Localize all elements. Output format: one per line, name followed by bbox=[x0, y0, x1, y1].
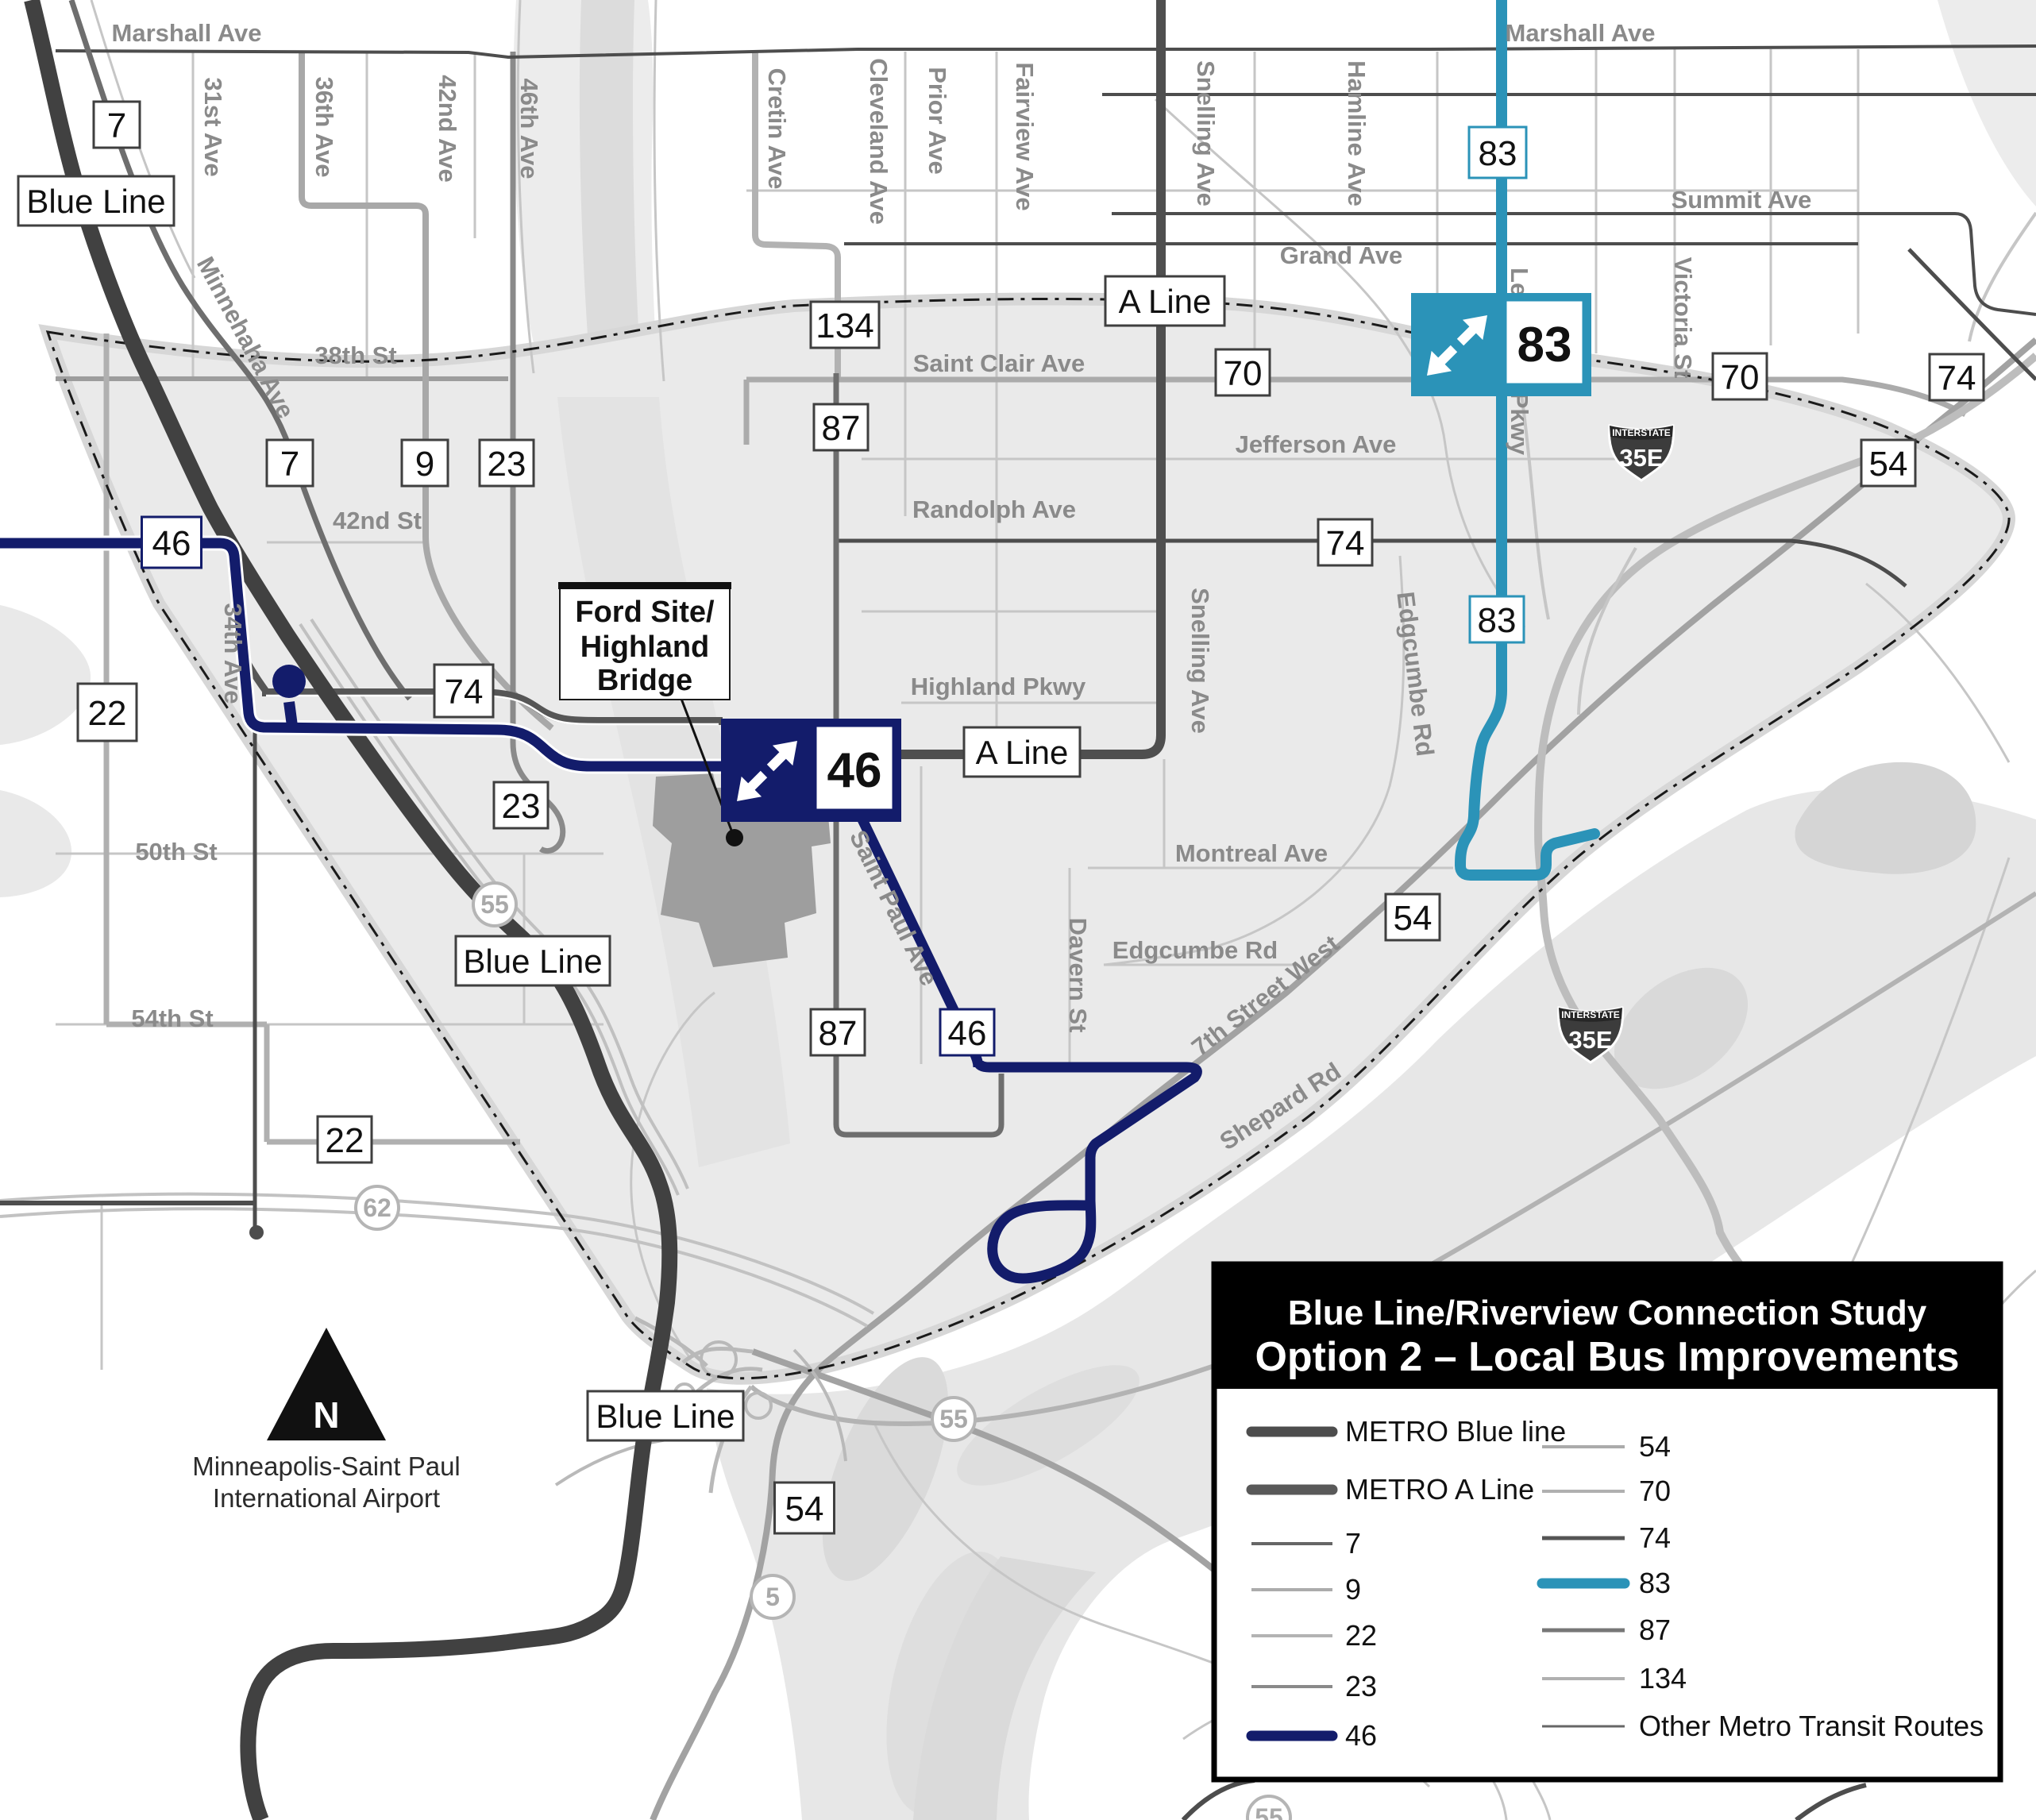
svg-text:Minneapolis-Saint Paul: Minneapolis-Saint Paul bbox=[192, 1452, 461, 1481]
svg-text:62: 62 bbox=[363, 1193, 391, 1222]
svg-text:74: 74 bbox=[445, 673, 484, 711]
svg-text:Blue Line/Riverview Connection: Blue Line/Riverview Connection Study bbox=[1288, 1294, 1927, 1332]
svg-text:A Line: A Line bbox=[976, 734, 1069, 771]
svg-text:23: 23 bbox=[1345, 1670, 1377, 1702]
svg-text:55: 55 bbox=[480, 890, 509, 919]
svg-text:42nd St: 42nd St bbox=[333, 507, 422, 534]
svg-text:55: 55 bbox=[1255, 1803, 1283, 1820]
svg-text:Edgcumbe Rd: Edgcumbe Rd bbox=[1112, 936, 1278, 964]
svg-text:Marshall Ave: Marshall Ave bbox=[1506, 19, 1656, 47]
svg-text:7: 7 bbox=[280, 445, 299, 484]
svg-text:Saint Clair Ave: Saint Clair Ave bbox=[913, 349, 1085, 377]
svg-text:Bridge: Bridge bbox=[597, 664, 692, 697]
svg-text:50th St: 50th St bbox=[135, 838, 217, 866]
svg-text:70: 70 bbox=[1639, 1475, 1671, 1507]
svg-text:A Line: A Line bbox=[1119, 283, 1212, 320]
svg-text:Highland: Highland bbox=[580, 630, 710, 664]
svg-text:Option 2 – Local Bus Improveme: Option 2 – Local Bus Improvements bbox=[1255, 1334, 1959, 1380]
svg-text:54: 54 bbox=[785, 1490, 824, 1529]
svg-text:Victoria St: Victoria St bbox=[1669, 257, 1697, 379]
svg-text:Blue Line: Blue Line bbox=[26, 183, 165, 220]
svg-text:Snelling Ave: Snelling Ave bbox=[1192, 60, 1220, 206]
svg-text:Jefferson Ave: Jefferson Ave bbox=[1236, 430, 1397, 458]
svg-text:Highland Pkwy: Highland Pkwy bbox=[911, 673, 1086, 700]
svg-text:INTERSTATE: INTERSTATE bbox=[1561, 1009, 1620, 1020]
svg-text:Summit Ave: Summit Ave bbox=[1672, 186, 1812, 214]
svg-text:54: 54 bbox=[1394, 899, 1433, 938]
svg-text:36th Ave: 36th Ave bbox=[310, 77, 338, 178]
svg-text:83: 83 bbox=[1479, 134, 1517, 173]
svg-text:5: 5 bbox=[765, 1583, 780, 1611]
svg-text:35E: 35E bbox=[1568, 1026, 1612, 1054]
svg-text:46: 46 bbox=[827, 743, 882, 798]
svg-text:46: 46 bbox=[948, 1014, 987, 1053]
svg-text:22: 22 bbox=[1345, 1619, 1377, 1652]
svg-text:83: 83 bbox=[1478, 601, 1517, 640]
svg-text:134: 134 bbox=[816, 307, 873, 345]
svg-text:Davern St: Davern St bbox=[1064, 918, 1092, 1033]
svg-text:87: 87 bbox=[1639, 1614, 1671, 1646]
svg-text:Snelling Ave: Snelling Ave bbox=[1186, 588, 1214, 734]
svg-text:46th Ave: 46th Ave bbox=[515, 79, 543, 179]
svg-text:7: 7 bbox=[107, 106, 126, 145]
svg-text:N: N bbox=[313, 1394, 339, 1436]
svg-text:Hamline Ave: Hamline Ave bbox=[1343, 60, 1371, 206]
svg-text:46: 46 bbox=[152, 524, 191, 563]
svg-text:Blue Line: Blue Line bbox=[463, 943, 602, 980]
svg-text:Fairview Ave: Fairview Ave bbox=[1011, 62, 1039, 210]
svg-text:Grand Ave: Grand Ave bbox=[1280, 241, 1402, 269]
svg-text:Cleveland Ave: Cleveland Ave bbox=[865, 58, 893, 225]
svg-text:83: 83 bbox=[1639, 1567, 1671, 1599]
svg-text:46: 46 bbox=[1345, 1719, 1377, 1752]
svg-text:83: 83 bbox=[1517, 318, 1572, 372]
svg-text:22: 22 bbox=[88, 694, 127, 733]
svg-text:International Airport: International Airport bbox=[213, 1483, 440, 1513]
svg-text:87: 87 bbox=[822, 409, 861, 448]
svg-text:134: 134 bbox=[1639, 1662, 1687, 1695]
svg-text:9: 9 bbox=[415, 445, 434, 484]
svg-text:35E: 35E bbox=[1619, 444, 1663, 472]
svg-text:54th St: 54th St bbox=[131, 1004, 213, 1032]
svg-text:METRO A Line: METRO A Line bbox=[1345, 1473, 1534, 1506]
svg-text:7: 7 bbox=[1345, 1527, 1361, 1560]
svg-text:74: 74 bbox=[1938, 359, 1976, 398]
svg-text:23: 23 bbox=[488, 445, 526, 484]
svg-text:Other Metro Transit Routes: Other Metro Transit Routes bbox=[1639, 1710, 1984, 1742]
svg-text:Randolph Ave: Randolph Ave bbox=[912, 495, 1076, 523]
svg-text:38th St: 38th St bbox=[314, 341, 396, 369]
svg-text:METRO Blue line: METRO Blue line bbox=[1345, 1415, 1566, 1448]
svg-text:74: 74 bbox=[1326, 524, 1365, 563]
svg-text:Ford Site/: Ford Site/ bbox=[575, 596, 715, 629]
svg-text:Montreal Ave: Montreal Ave bbox=[1175, 839, 1328, 867]
svg-text:9: 9 bbox=[1345, 1573, 1361, 1606]
svg-text:42nd Ave: 42nd Ave bbox=[434, 75, 461, 183]
svg-text:74: 74 bbox=[1639, 1521, 1671, 1554]
svg-text:55: 55 bbox=[939, 1405, 968, 1433]
svg-text:54: 54 bbox=[1869, 445, 1908, 484]
svg-text:INTERSTATE: INTERSTATE bbox=[1612, 427, 1671, 438]
svg-text:87: 87 bbox=[819, 1014, 858, 1053]
svg-text:Prior Ave: Prior Ave bbox=[924, 67, 951, 175]
svg-text:70: 70 bbox=[1224, 354, 1263, 393]
svg-text:54: 54 bbox=[1639, 1430, 1671, 1463]
svg-text:23: 23 bbox=[502, 787, 541, 826]
svg-text:Blue Line: Blue Line bbox=[596, 1398, 735, 1435]
svg-text:Marshall Ave: Marshall Ave bbox=[112, 19, 262, 47]
svg-text:Cretin Ave: Cretin Ave bbox=[763, 68, 791, 190]
svg-text:34th Ave: 34th Ave bbox=[219, 603, 247, 704]
svg-text:70: 70 bbox=[1721, 358, 1760, 397]
svg-text:31st Ave: 31st Ave bbox=[199, 77, 227, 176]
svg-text:22: 22 bbox=[326, 1121, 364, 1160]
